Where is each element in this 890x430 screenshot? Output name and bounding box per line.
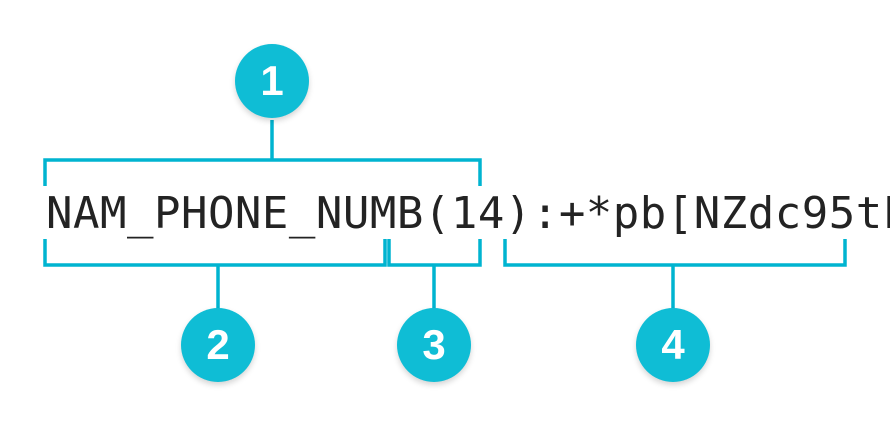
- bracket-below-value: [503, 239, 847, 267]
- bracket-above-full-field: [43, 158, 482, 186]
- code-string-label: NAM_PHONE_NUMB(14):+*pb[NZdc95tLB: [46, 188, 890, 239]
- callout-badge-3[interactable]: 3: [397, 308, 471, 382]
- callout-badge-2[interactable]: 2: [181, 308, 255, 382]
- callout-badge-1[interactable]: 1: [235, 44, 309, 118]
- callout-badge-4[interactable]: 4: [636, 308, 710, 382]
- bracket-below-field-name: [43, 239, 387, 267]
- callout-1-connector: [43, 120, 482, 186]
- callout-2-connector: [43, 239, 387, 310]
- callout-4-connector: [503, 239, 847, 310]
- callout-3-connector: [387, 239, 482, 310]
